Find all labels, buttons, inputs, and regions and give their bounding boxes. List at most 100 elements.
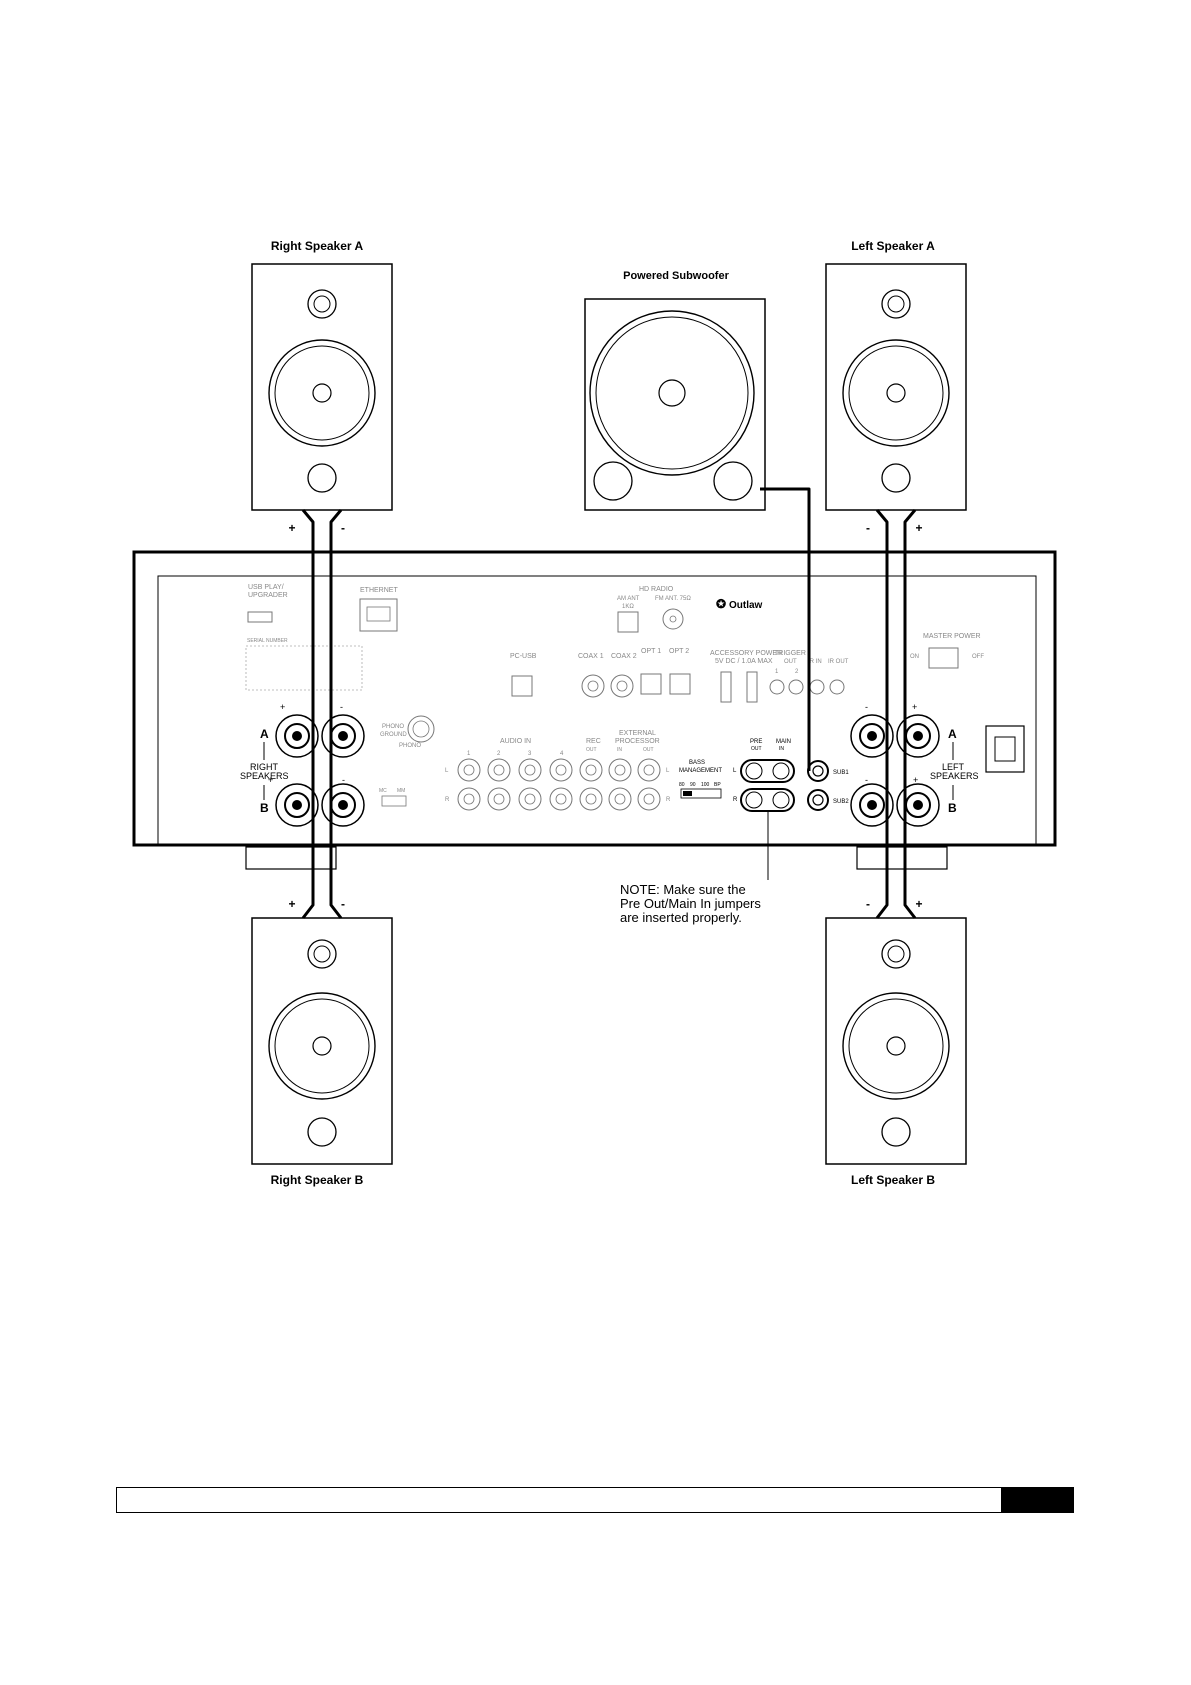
- bass-value-80: 80: [679, 782, 685, 788]
- am-ant-label: AM ANT: [617, 596, 640, 602]
- left-speaker-b-label: Left Speaker B: [851, 1173, 935, 1187]
- binding-post-b-plus: [275, 783, 319, 827]
- polarity-minus: -: [866, 521, 870, 535]
- serial-label: SERIAL NUMBER: [247, 638, 288, 644]
- polarity-plus: +: [288, 897, 295, 911]
- accessory-power-label: ACCESSORY POWER: [710, 650, 782, 657]
- terminal-b-label: B: [948, 801, 957, 815]
- wire-left-a-plus: [903, 509, 917, 919]
- left-speakers-label: SPEAKERS: [930, 771, 979, 781]
- footer-bar: [116, 1487, 1074, 1513]
- channel-l-label: L: [445, 768, 449, 774]
- wire-left-a-minus: [875, 509, 889, 919]
- subwoofer-label: Powered Subwoofer: [623, 270, 729, 282]
- accessory-power-label: 5V DC / 1.0A MAX: [715, 658, 773, 665]
- footer-page-tab: [1001, 1488, 1073, 1512]
- opt2-label: OPT 2: [669, 648, 689, 655]
- ethernet-port: [359, 598, 398, 632]
- pre-out-label: PRE: [750, 739, 762, 745]
- coax1-label: COAX 1: [578, 653, 604, 660]
- opt1-label: OPT 1: [641, 648, 661, 655]
- sub2-jack: [807, 789, 829, 811]
- trigger-2-label: 2: [795, 669, 799, 675]
- terminal-b-label: B: [260, 801, 269, 815]
- outlaw-logo-icon: ✪: [716, 597, 727, 611]
- binding-post-a-plus: [896, 714, 940, 758]
- binding-post-b-minus: [850, 783, 894, 827]
- coax1-jack: [587, 680, 599, 692]
- wire-right-a-plus: [301, 509, 315, 919]
- usb-port: [247, 611, 273, 623]
- brand-logo: Outlaw: [729, 600, 763, 611]
- bass-management-label: BASS: [689, 760, 705, 766]
- pre-out-main-in: PRE OUT MAIN IN L R: [733, 739, 795, 812]
- fm-antenna-jack: [662, 608, 684, 630]
- audio-in-1-label: 1: [467, 751, 471, 757]
- audio-in-2-label: 2: [497, 751, 501, 757]
- rec-label: REC: [586, 738, 601, 745]
- jumper-l: [740, 759, 795, 783]
- phono-selector: [381, 795, 407, 807]
- bass-management: BASS MANAGEMENT 80 90 100 BP: [679, 760, 722, 799]
- master-power-switch: [928, 647, 959, 669]
- channel-r-label: R: [733, 797, 738, 803]
- right-speaker-b-label: Right Speaker B: [271, 1173, 364, 1187]
- on-label: ON: [910, 654, 919, 660]
- powered-subwoofer: [584, 298, 766, 511]
- terminal-plus-label: +: [268, 775, 273, 785]
- polarity-plus: +: [915, 897, 922, 911]
- right-speaker-b: [251, 917, 393, 1165]
- terminal-a-label: A: [260, 727, 269, 741]
- off-label: OFF: [972, 654, 984, 660]
- polarity-plus: +: [288, 521, 295, 535]
- coax2-jack: [610, 674, 634, 698]
- ir-out-label: IR OUT: [828, 659, 849, 665]
- terminal-minus-label: -: [865, 775, 868, 785]
- ethernet-port: [366, 606, 391, 622]
- external-processor-label: EXTERNAL: [619, 730, 656, 737]
- rec-out-label: OUT: [586, 747, 597, 753]
- rca-jack-row-r: [457, 787, 661, 811]
- wire-right-a-minus: [329, 509, 343, 919]
- audio-in-3-label: 3: [528, 751, 532, 757]
- master-power-label: MASTER POWER: [923, 633, 981, 640]
- am-ant-label: 1KΩ: [622, 604, 634, 610]
- opt2-port: [669, 673, 691, 695]
- sub2-label: SUB2: [833, 799, 849, 805]
- bass-value-bp: BP: [714, 782, 721, 788]
- left-speaker-a-label: Left Speaker A: [851, 239, 935, 253]
- trigger-1-label: 1: [775, 669, 779, 675]
- binding-post-b-minus: [321, 783, 365, 827]
- polarity-marks: + - - + + - - +: [288, 521, 922, 911]
- hd-radio-label: HD RADIO: [639, 586, 674, 593]
- left-speaker-terminals: - + A LEFT SPEAKERS - + B: [850, 702, 979, 827]
- left-speaker-b: [825, 917, 967, 1165]
- usb-label: USB PLAY/: [248, 584, 284, 591]
- phono-ground-label: GROUND: [380, 732, 407, 738]
- phono-ground-terminal: [407, 715, 435, 743]
- audio-in-label: AUDIO IN: [500, 738, 531, 745]
- channel-r-label: R: [445, 797, 450, 803]
- phono-label: PHONO: [399, 743, 421, 749]
- terminal-plus-label: +: [280, 702, 285, 712]
- audio-in-4-label: 4: [560, 751, 564, 757]
- channel-r-label: R: [666, 797, 671, 803]
- polarity-plus: +: [915, 521, 922, 535]
- right-speaker-a-label: Right Speaker A: [271, 239, 364, 253]
- ethernet-label: ETHERNET: [360, 587, 398, 594]
- trigger-label: TRIGGER: [774, 650, 806, 657]
- ir-in-label: IR IN: [808, 659, 822, 665]
- ext-out-label: OUT: [643, 747, 654, 753]
- pre-out-label: OUT: [751, 746, 762, 752]
- channel-l-label: L: [733, 768, 737, 774]
- bass-selector: [680, 788, 722, 799]
- bass-management-label: MANAGEMENT: [679, 768, 722, 774]
- ac-inlet: [985, 725, 1025, 773]
- bass-selector-knob: [683, 791, 692, 796]
- main-in-label: MAIN: [776, 739, 791, 745]
- right-speaker-terminals: + - A RIGHT SPEAKERS + - B: [240, 702, 365, 827]
- bass-value-100: 100: [701, 782, 710, 788]
- panel-labels: USB PLAY/ UPGRADER SERIAL NUMBER ETHERNE…: [245, 584, 984, 807]
- trigger-1-jack: [769, 679, 785, 695]
- coax2-label: COAX 2: [611, 653, 637, 660]
